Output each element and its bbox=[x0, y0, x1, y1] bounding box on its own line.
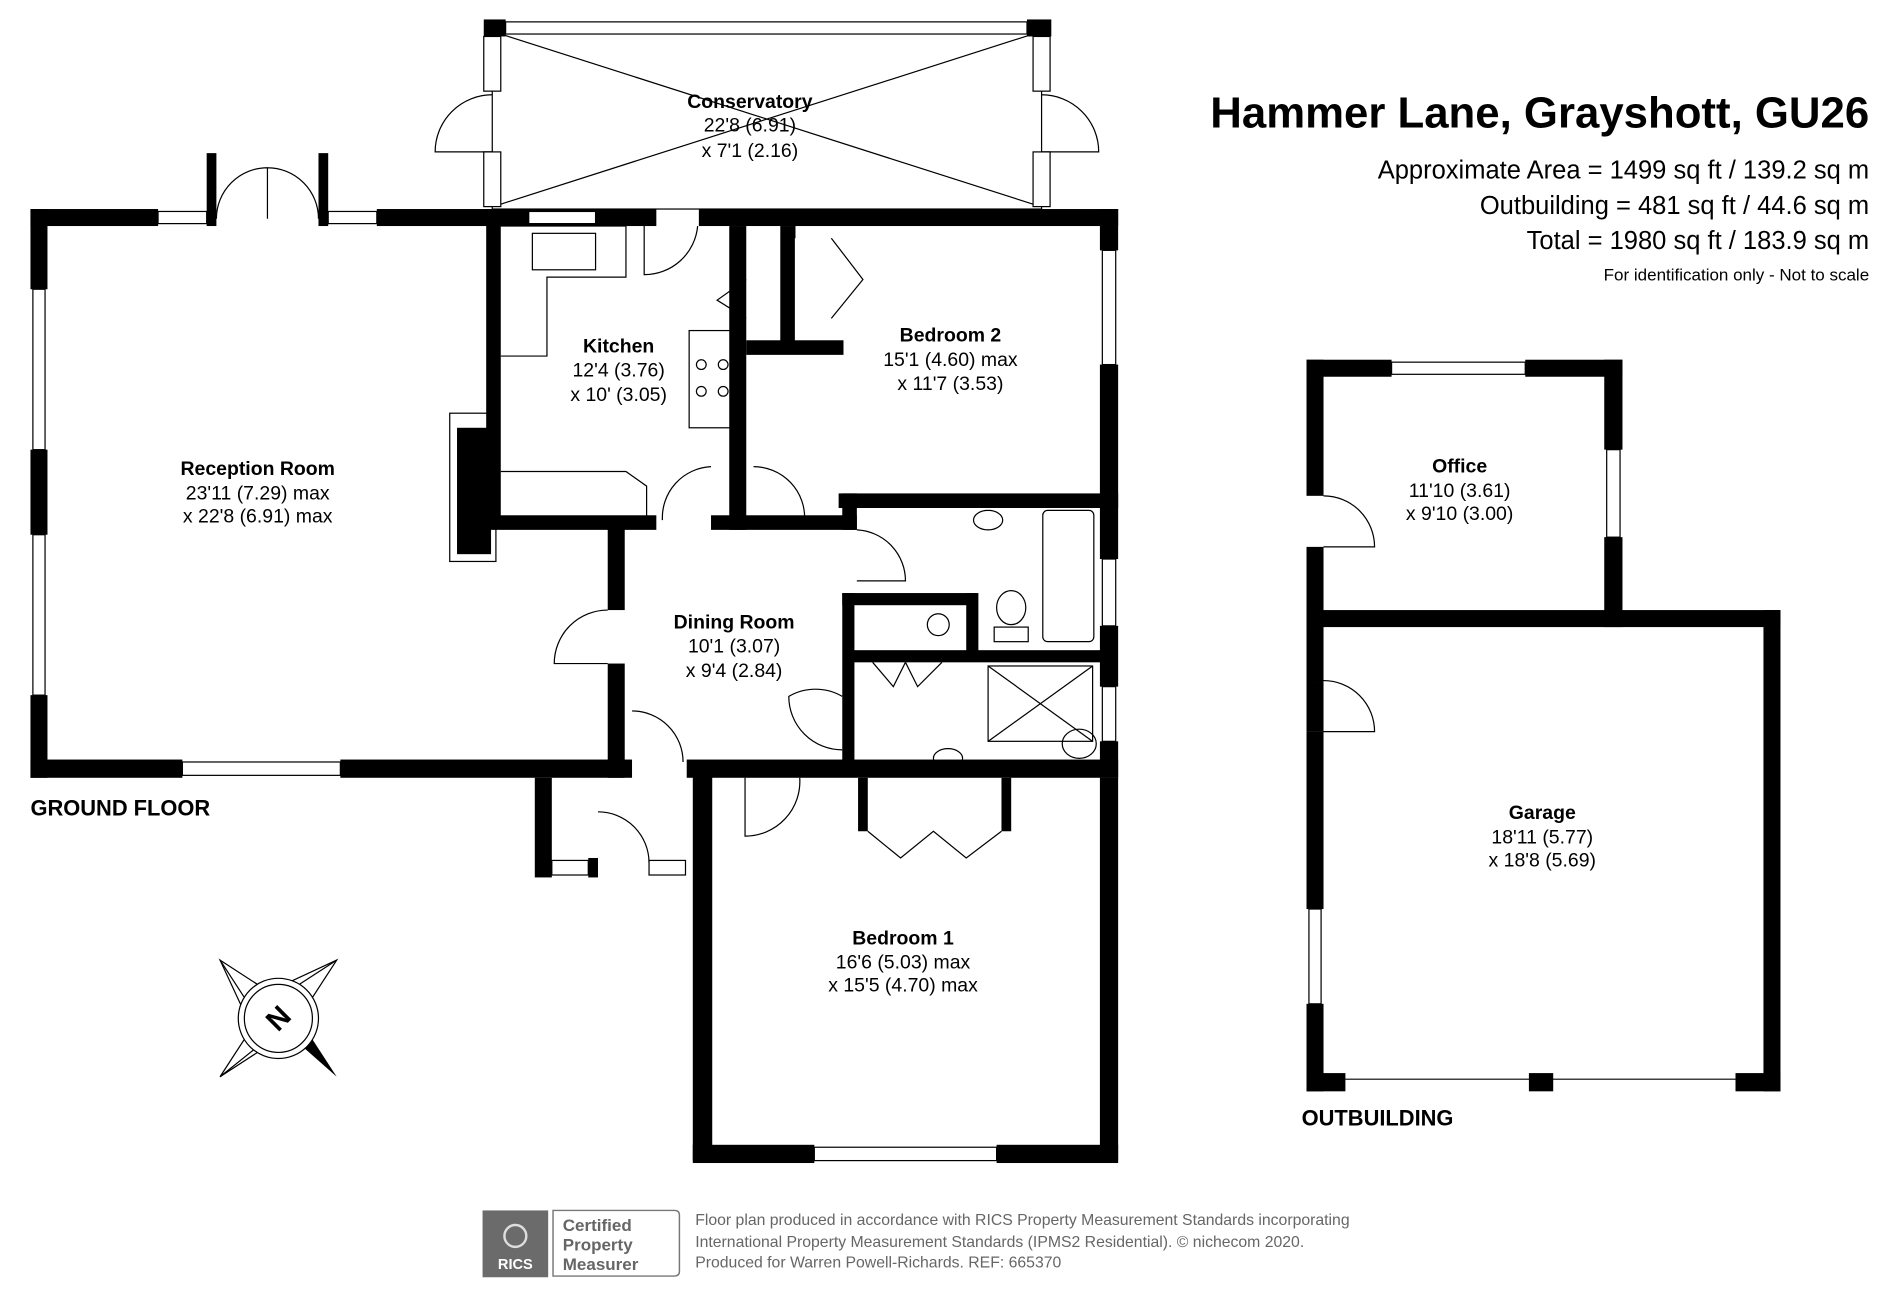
svg-text:RICS: RICS bbox=[498, 1257, 533, 1273]
kitchen-walls bbox=[486, 209, 1119, 530]
outbuilding-label: OUTBUILDING bbox=[1302, 1105, 1454, 1130]
rics-badge: RICS Certified Property Measurer bbox=[482, 1209, 681, 1278]
outbuilding-area: Outbuilding = 481 sq ft / 44.6 sq m bbox=[1480, 192, 1869, 220]
svg-text:18'11 (5.77): 18'11 (5.77) bbox=[1491, 826, 1593, 848]
room-label-bedroom-2: Bedroom 2 15'1 (4.60) max x 11'7 (3.53) bbox=[883, 324, 1018, 395]
svg-text:Garage: Garage bbox=[1509, 802, 1576, 824]
svg-text:Office: Office bbox=[1432, 456, 1487, 478]
approximate-area: Approximate Area = 1499 sq ft / 139.2 sq… bbox=[1378, 157, 1869, 185]
svg-text:x 9'10 (3.00): x 9'10 (3.00) bbox=[1406, 503, 1513, 525]
total-area: Total = 1980 sq ft / 183.9 sq m bbox=[1527, 227, 1870, 255]
svg-text:x 22'8 (6.91) max: x 22'8 (6.91) max bbox=[183, 506, 333, 528]
room-label-reception: Reception Room 23'11 (7.29) max x 22'8 (… bbox=[180, 458, 334, 527]
room-label-conservatory: Conservatory 22'8 (6.91) x 7'1 (2.16) bbox=[687, 91, 812, 162]
svg-text:12'4 (3.76): 12'4 (3.76) bbox=[572, 360, 664, 382]
svg-text:Bedroom 1: Bedroom 1 bbox=[852, 927, 954, 949]
svg-text:x 15'5 (4.70) max: x 15'5 (4.70) max bbox=[828, 975, 978, 997]
property-title: Hammer Lane, Grayshott, GU26 bbox=[1210, 89, 1869, 138]
compass-icon: N bbox=[218, 958, 339, 1078]
svg-text:Dining Room: Dining Room bbox=[674, 611, 795, 633]
footer-line-1: Floor plan produced in accordance with R… bbox=[695, 1212, 1349, 1229]
room-label-office: Office 11'10 (3.61) x 9'10 (3.00) bbox=[1406, 456, 1513, 525]
svg-text:x 9'4 (2.84): x 9'4 (2.84) bbox=[686, 660, 783, 682]
conservatory bbox=[434, 19, 1100, 210]
svg-text:Measurer: Measurer bbox=[563, 1255, 639, 1274]
svg-text:x 10' (3.05): x 10' (3.05) bbox=[570, 384, 667, 406]
svg-text:22'8 (6.91): 22'8 (6.91) bbox=[704, 114, 796, 136]
svg-text:x 11'7 (3.53): x 11'7 (3.53) bbox=[897, 373, 1003, 395]
svg-text:16'6 (5.03) max: 16'6 (5.03) max bbox=[836, 952, 971, 974]
svg-text:10'1 (3.07): 10'1 (3.07) bbox=[688, 636, 780, 658]
footer-line-3: Produced for Warren Powell-Richards. REF… bbox=[695, 1255, 1061, 1272]
room-label-kitchen: Kitchen 12'4 (3.76) x 10' (3.05) bbox=[570, 335, 667, 406]
svg-text:Certified: Certified bbox=[563, 1216, 632, 1235]
svg-text:x 18'8 (5.69): x 18'8 (5.69) bbox=[1489, 849, 1596, 871]
svg-text:x 7'1 (2.16): x 7'1 (2.16) bbox=[702, 140, 799, 162]
room-label-bedroom-1: Bedroom 1 16'6 (5.03) max x 15'5 (4.70) … bbox=[828, 927, 978, 996]
ground-floor-label: GROUND FLOOR bbox=[30, 795, 210, 820]
bedroom-1-walls bbox=[692, 777, 1119, 1164]
dining-porch-walls bbox=[534, 525, 1119, 1161]
svg-text:Conservatory: Conservatory bbox=[687, 91, 812, 113]
svg-text:11'10 (3.61): 11'10 (3.61) bbox=[1409, 480, 1511, 502]
bathroom-walls bbox=[788, 493, 1119, 778]
bedroom-2-walls bbox=[716, 209, 1119, 560]
outbuilding-walls bbox=[1306, 359, 1781, 1092]
svg-text:15'1 (4.60) max: 15'1 (4.60) max bbox=[883, 349, 1018, 371]
scale-note: For identification only - Not to scale bbox=[1604, 266, 1870, 285]
svg-text:Reception Room: Reception Room bbox=[180, 458, 334, 480]
reception-room-walls bbox=[30, 153, 657, 778]
room-label-garage: Garage 18'11 (5.77) x 18'8 (5.69) bbox=[1489, 802, 1596, 871]
footer-line-2: International Property Measurement Stand… bbox=[695, 1234, 1304, 1251]
svg-text:Property: Property bbox=[563, 1236, 633, 1255]
svg-text:23'11 (7.29) max: 23'11 (7.29) max bbox=[186, 482, 330, 504]
svg-text:Bedroom 2: Bedroom 2 bbox=[900, 324, 1002, 346]
room-label-dining: Dining Room 10'1 (3.07) x 9'4 (2.84) bbox=[674, 611, 795, 682]
svg-text:Kitchen: Kitchen bbox=[583, 335, 654, 357]
